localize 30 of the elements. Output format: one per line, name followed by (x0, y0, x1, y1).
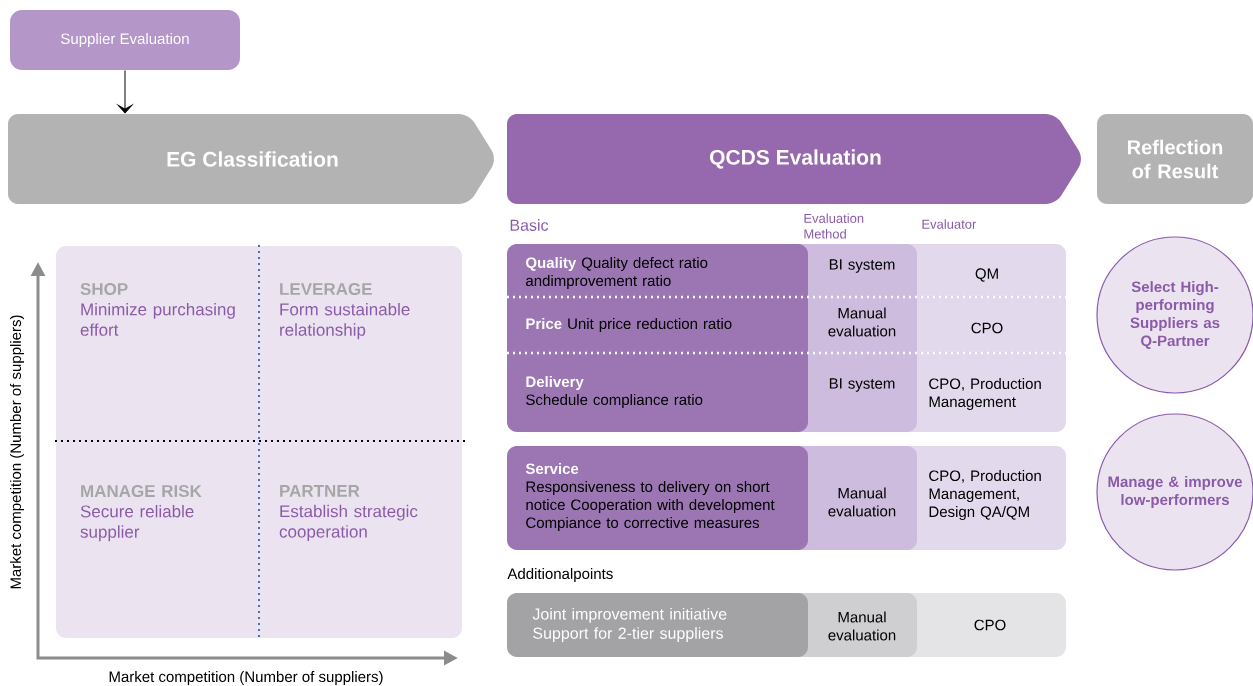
quadrant-panel (56, 246, 462, 638)
chevron-banner: EG Classification (8, 114, 494, 204)
result-banner: Reflection of Result (1097, 114, 1253, 204)
quadrant-text: SHOP Minimize purchasing effort (80, 283, 235, 336)
criterion-text: Service Responsiveness to delivery on short notice Cooperation with development Compiance to corrective measures (525, 463, 775, 531)
quadrant-text: PARTNER Establish strategic cooperation (279, 485, 418, 541)
criterion-text: Delivery Schedule compliance ratio (526, 376, 703, 408)
cell-text: Manual evaluation (828, 611, 896, 641)
cell-text: Manual evaluation (828, 487, 896, 517)
chevron-banner: QCDS Evaluation (507, 114, 1081, 204)
process-box: Supplier Evaluation (10, 10, 240, 70)
cell-text: CPO, Production Management, Design QA/QM (929, 470, 1041, 520)
arrow (117, 69, 133, 114)
column-heading: Evaluator (922, 219, 977, 229)
axis-label: Market competition (Number of suppliers) (10, 315, 24, 589)
cell-text: Manual evaluation (828, 307, 896, 337)
cell-text: BI system (829, 378, 895, 392)
axis-label: Market competition (Number of suppliers) (109, 671, 383, 685)
cell-text: BI system (829, 259, 895, 273)
quadrant-text: MANAGE RISK Secure reliable supplier (80, 485, 202, 542)
criterion-text: Price Unit price reduction ratio (526, 318, 732, 332)
section-label: Additionalpoints (507, 568, 613, 582)
criterion-text: Quality Quality defect ratio andimprovement ratio (526, 257, 708, 289)
cell-text: QM (975, 268, 998, 282)
criterion-text: Joint improvement initiative Support for 2-tier suppliers (532, 607, 727, 643)
cell-text: CPO (974, 619, 1006, 631)
quadrant-text: LEVERAGE Form sustainable relationship (280, 283, 410, 340)
column-heading: Basic (510, 219, 549, 231)
cell-text: CPO (971, 322, 1003, 334)
cell-text: CPO, Production Management (929, 378, 1041, 410)
